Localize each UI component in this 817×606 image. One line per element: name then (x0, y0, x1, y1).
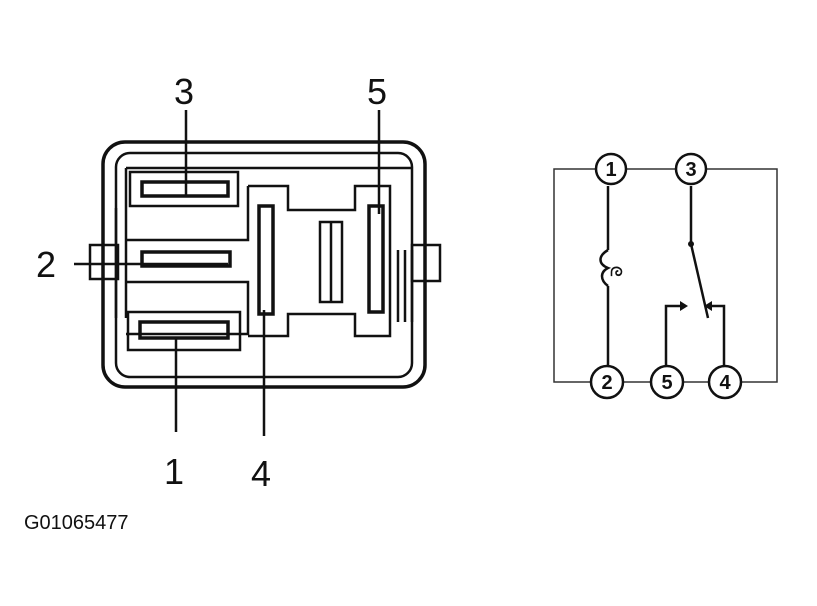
left-mounting-tab (88, 243, 120, 281)
svg-text:4: 4 (719, 372, 731, 394)
svg-text:1: 1 (605, 159, 616, 181)
pin-label-4: 4 (251, 453, 271, 494)
pin-3-terminal (128, 170, 240, 208)
terminal-5: 5 (649, 364, 685, 400)
pin-label-2: 2 (36, 244, 56, 285)
terminal-3: 3 (674, 152, 708, 186)
terminal-1: 1 (594, 152, 628, 186)
figure-reference-id: G01065477 (24, 512, 129, 534)
pin-label-1: 1 (164, 451, 184, 492)
svg-text:5: 5 (661, 372, 672, 394)
pin-5-terminal (367, 204, 385, 314)
relay-schematic: ᘓ 1 3 2 5 (553, 152, 778, 400)
pin-4-terminal (257, 204, 275, 316)
terminal-4: 4 (707, 364, 743, 400)
coil-symbol: ᘓ (607, 266, 624, 277)
center-slot (318, 220, 344, 304)
terminal-2: 2 (589, 364, 625, 400)
relay-coil: ᘓ (599, 186, 624, 366)
pin-1-terminal (126, 310, 242, 352)
pin-label-5: 5 (367, 71, 387, 112)
relay-switch (664, 186, 726, 366)
pin-label-3: 3 (174, 71, 194, 112)
svg-text:3: 3 (685, 159, 696, 181)
relay-connector-view: 3 5 2 1 4 (36, 71, 442, 494)
svg-text:2: 2 (601, 372, 612, 394)
pin-2-terminal (140, 250, 232, 268)
